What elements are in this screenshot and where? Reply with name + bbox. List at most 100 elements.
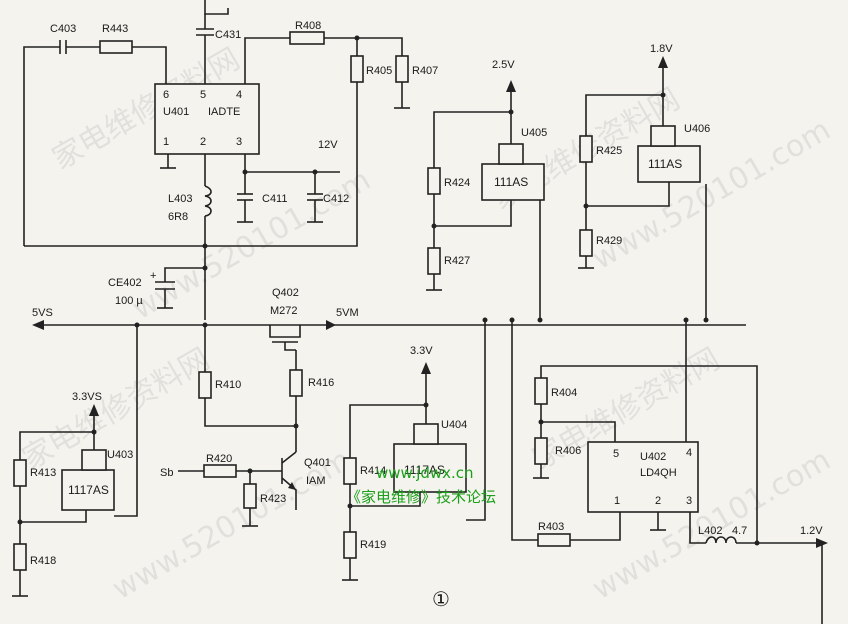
u405-part: 111AS bbox=[494, 175, 528, 189]
v5vm-label: 5VM bbox=[336, 307, 359, 319]
l403-value: 6R8 bbox=[168, 211, 188, 223]
r418-resistor bbox=[13, 543, 27, 571]
r404-resistor bbox=[534, 377, 548, 405]
u402-ref: U402 bbox=[640, 451, 666, 463]
c403-label: C403 bbox=[50, 23, 76, 35]
r419-label: R419 bbox=[360, 539, 386, 551]
r443-label: R443 bbox=[102, 23, 128, 35]
r423-label: R423 bbox=[260, 493, 286, 505]
ce402-plus: + bbox=[150, 270, 156, 282]
watermark-forum: 《家电维修》技术论坛 bbox=[346, 488, 496, 506]
ce402-value: 100 µ bbox=[115, 295, 143, 307]
u402-pin3: 3 bbox=[686, 495, 692, 507]
u401-pin6: 6 bbox=[163, 89, 169, 101]
u405-section: 111AS U405 2.5V R424 R427 bbox=[426, 59, 547, 320]
u401-chip bbox=[154, 83, 260, 155]
u402-pin5: 5 bbox=[613, 448, 619, 460]
r408-resistor bbox=[289, 31, 325, 45]
u406-section: 111AS U406 1.8V R425 R429 bbox=[578, 43, 710, 320]
c431-label: C431 bbox=[215, 29, 241, 41]
u402-section: 5 4 U402 LD4QH 1 2 3 R404 R406 R403 L402 bbox=[511, 320, 828, 624]
r416-resistor bbox=[289, 369, 303, 397]
l402-coil bbox=[705, 536, 737, 544]
v5vs-arrow bbox=[32, 320, 44, 330]
figure-number: ① bbox=[432, 589, 450, 611]
l403-coil bbox=[204, 185, 212, 217]
u401-pin2: 2 bbox=[200, 136, 206, 148]
u404-section: 1117AS U404 3.3V R414 R419 bbox=[342, 320, 486, 581]
r427-resistor bbox=[427, 247, 441, 275]
u401-pin5: 5 bbox=[200, 89, 206, 101]
u402-pin1: 1 bbox=[614, 495, 620, 507]
q401-label: Q401 bbox=[304, 457, 331, 469]
r429-label: R429 bbox=[596, 235, 622, 247]
r403-resistor bbox=[537, 533, 571, 547]
r443-resistor bbox=[99, 40, 133, 54]
r424-resistor bbox=[427, 167, 441, 195]
u402-pin4: 4 bbox=[686, 447, 692, 459]
r408-label: R408 bbox=[295, 20, 321, 32]
r410-resistor bbox=[198, 371, 212, 399]
r410-label: R410 bbox=[215, 379, 241, 391]
u406-ref: U406 bbox=[684, 123, 710, 135]
r424-label: R424 bbox=[444, 177, 470, 189]
q401-part: IAM bbox=[306, 475, 326, 487]
r406-label: R406 bbox=[555, 445, 581, 457]
r419-resistor bbox=[343, 531, 357, 559]
r403-label: R403 bbox=[538, 521, 564, 533]
u405-chip bbox=[481, 163, 545, 201]
watermark-site: www.jdwx.cn bbox=[376, 464, 474, 482]
r405-label: R405 bbox=[366, 65, 392, 77]
ce402-label: CE402 bbox=[108, 277, 142, 289]
u401-pin1: 1 bbox=[163, 136, 169, 148]
u403-section: 1117AS U403 3.3VS R413 R418 bbox=[12, 325, 138, 597]
u402-pin2: 2 bbox=[655, 495, 661, 507]
l403-label: L403 bbox=[168, 193, 192, 205]
q402-part: M272 bbox=[270, 305, 298, 317]
v18-label: 1.8V bbox=[650, 43, 673, 55]
u401-section: C403 R443 C431 6 5 4 U401 IADTE 1 2 3 R4… bbox=[23, 0, 438, 320]
u405-ref: U405 bbox=[521, 127, 547, 139]
v5vm-arrow bbox=[326, 320, 336, 330]
r407-label: R407 bbox=[412, 65, 438, 77]
r406-resistor bbox=[534, 437, 548, 465]
watermark-num-1: www.520101.com bbox=[127, 162, 377, 327]
v12-label: 12V bbox=[318, 139, 338, 151]
r416-label: R416 bbox=[308, 377, 334, 389]
u403-ref: U403 bbox=[107, 449, 133, 461]
c412-label: C412 bbox=[323, 193, 349, 205]
r404-label: R404 bbox=[551, 387, 577, 399]
u401-pin4: 4 bbox=[236, 89, 242, 101]
power-bus: 5VS 5VM bbox=[32, 307, 746, 330]
q402-section: Q402 M272 R416 R410 Q401 IAM Sb R420 R42… bbox=[160, 287, 334, 527]
u404-ref: U404 bbox=[441, 419, 467, 431]
r414-label: R414 bbox=[360, 465, 386, 477]
u402-part: LD4QH bbox=[640, 467, 677, 479]
u401-ref: U401 bbox=[163, 106, 189, 118]
u404-part: 1117AS bbox=[404, 463, 445, 477]
l402-value: 4.7 bbox=[732, 525, 747, 537]
u403-part: 1117AS bbox=[68, 483, 109, 497]
r418-label: R418 bbox=[30, 555, 56, 567]
r420-resistor bbox=[203, 464, 237, 478]
r420-label: R420 bbox=[206, 453, 232, 465]
v5vs-label: 5VS bbox=[32, 307, 53, 319]
r427-label: R427 bbox=[444, 255, 470, 267]
r423-resistor bbox=[243, 483, 257, 509]
u406-chip bbox=[637, 145, 701, 183]
r405-resistor bbox=[350, 55, 364, 83]
r413-label: R413 bbox=[30, 467, 56, 479]
v12out-label: 1.2V bbox=[800, 525, 823, 537]
c411-label: C411 bbox=[262, 193, 287, 205]
u402-chip bbox=[587, 441, 699, 513]
u401-part: IADTE bbox=[208, 106, 240, 118]
r429-resistor bbox=[579, 229, 593, 257]
sb-label: Sb bbox=[160, 467, 173, 479]
q402-label: Q402 bbox=[272, 287, 299, 299]
v33-label: 3.3V bbox=[410, 345, 433, 357]
u406-part: 111AS bbox=[648, 157, 682, 171]
l402-label: L402 bbox=[698, 525, 722, 537]
r425-resistor bbox=[579, 135, 593, 163]
